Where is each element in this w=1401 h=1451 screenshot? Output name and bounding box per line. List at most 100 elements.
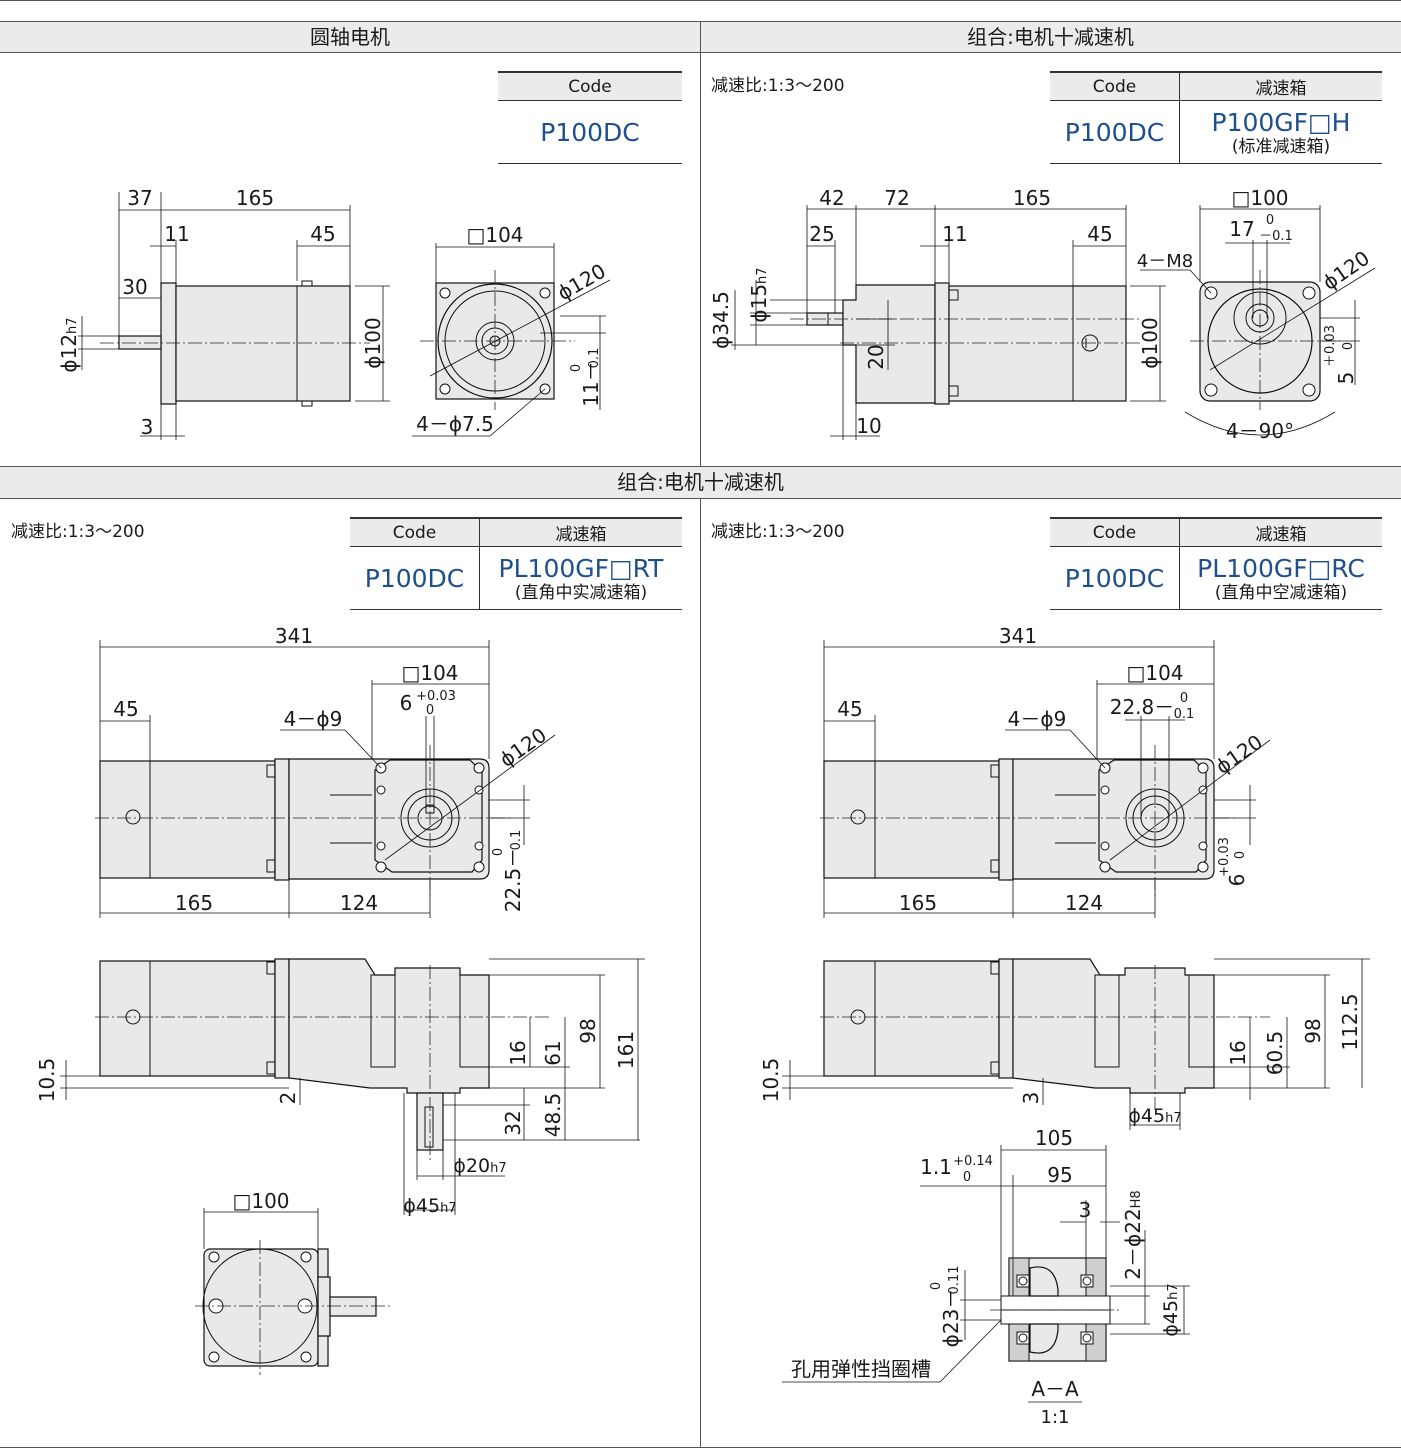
dim-label: 25 [809,222,834,246]
dim-tol: ＋0.03 [1323,325,1338,367]
dim-tol: +0.03 [1217,837,1232,877]
dim-label: 11－ [579,361,603,406]
dim-label: □104 [401,661,458,685]
dim-text: ϕ20 [453,1155,490,1177]
dim-label: 165 [175,891,213,915]
dim-tol: 0 [426,703,434,718]
dim-label: ϕ15h7 [747,267,771,322]
dim-label: □100 [232,1189,289,1213]
dim-label: 3 [1079,1198,1092,1222]
motor-front-view: □104 ϕ120 4－ϕ7.5 11－ 0 0.1 [412,223,611,437]
dim-tol: 0 [929,1282,944,1290]
rt-side-view: 161 98 61 16 48.5 32 10.5 2 ϕ20h7 ϕ45h7 [35,958,645,1217]
dim-tol: h7 [440,1201,457,1216]
border-bottom [0,1447,1401,1448]
dim-label: 165 [1013,186,1051,210]
section-header-top-left: 圆轴电机 [0,21,700,53]
rc-top-view: 341 □104 22.8－ 0 0.1 45 4－ϕ9 ϕ120 6 +0.0… [820,624,1271,918]
dim-tol: h7 [65,317,80,334]
dim-tol: h7 [1166,1283,1181,1300]
dim-tol: h7 [755,267,770,284]
dim-label: 11 [164,222,189,246]
code-value: P100DC [1050,100,1180,164]
border-top [0,0,1401,1]
dim-label: ϕ12h7 [57,317,81,372]
dim-tol: 0 [1266,213,1274,228]
dim-label: 3 [141,415,154,439]
dim-label: □104 [466,223,523,247]
rt-end-view: □100 [195,1189,390,1375]
dim-label: ϕ120 [1318,246,1374,295]
code-header: Code [1050,71,1180,101]
section-title: 组合:电机十减速机 [967,25,1134,49]
dim-label: 48.5 [541,1093,565,1138]
gearbox-model: P100GF□H [1211,107,1351,137]
code-header: Code [350,517,480,547]
dim-text: ϕ15 [747,284,771,323]
dim-label: 45 [1087,222,1112,246]
code-header: Code [498,71,682,101]
rc-side-view: 112.5 98 60.5 16 10.5 3 ϕ45h7 [759,958,1370,1130]
dim-label: 161 [614,1031,638,1069]
dim-label: 105 [1035,1126,1073,1150]
dim-label: 72 [884,186,909,210]
gearbox-value: PL100GF□RC(直角中空减速箱) [1179,546,1382,610]
divider-bottom [700,499,701,1447]
dim-tol: 0.1 [587,348,602,369]
dim-label: 112.5 [1338,993,1362,1050]
dim-tol: 0 [569,364,584,372]
dim-tol: －0.1 [1259,229,1293,244]
dim-label: ϕ100 [361,317,385,368]
dim-label: 10.5 [759,1058,783,1103]
dim-label: 45 [837,697,862,721]
section-title: 圆轴电机 [310,25,390,49]
dim-text: ϕ45 [1128,1105,1165,1127]
ratio-label: 减速比:1:3～200 [711,522,845,542]
dim-label: 10.5 [35,1058,59,1103]
dim-tol: +0.03 [416,689,456,704]
dim-label: 4－ϕ9 [1008,707,1067,731]
section-label: A－A [1031,1377,1079,1401]
dim-label: 5 [1334,372,1358,385]
gearbox-header: 减速箱 [1179,71,1382,101]
dim-label: 45 [113,697,138,721]
section-title: 组合:电机十减速机 [617,470,784,494]
dim-label: 165 [899,891,937,915]
dim-label: 6 [1225,874,1249,887]
dim-label: ϕ100 [1138,317,1162,368]
dim-tol: 0 [963,1170,971,1185]
dim-label: 32 [501,1110,525,1135]
dim-tol: 0 [491,848,506,856]
dim-label: 2－ϕ22H8 [1121,1190,1145,1279]
dim-label: 4－ϕ7.5 [416,412,494,436]
dim-tol: 0.1 [1174,707,1195,722]
gearbox-note: (直角中空减速箱) [1214,582,1348,603]
dim-label: ϕ34.5 [709,291,733,349]
dim-label: 3 [1019,1092,1043,1105]
dim-tol: 0.11 [947,1266,962,1295]
dim-label: 124 [1065,891,1103,915]
gearbox-model: PL100GF□RT [498,553,664,583]
dim-text: 2－ϕ22 [1121,1208,1145,1279]
dim-label: 22.5－ [501,848,525,913]
gearbox-note: (直角中实减速箱) [514,582,648,603]
dim-tol: H8 [1129,1190,1144,1208]
dim-tol: 0 [1180,691,1188,706]
dim-label: 17 [1229,217,1254,241]
dim-label: ϕ45h7 [1128,1105,1181,1127]
code-value: P100DC [1050,546,1180,610]
gearbox-note: (标准减速箱) [1231,136,1331,157]
rc-section-view: 105 95 1.1 +0.14 0 3 2－ϕ22H8 ϕ45h7 ϕ23－ … [782,1126,1190,1428]
dim-label: 11 [942,222,967,246]
dim-text: ϕ45 [1160,1300,1182,1337]
dim-label: 2 [276,1092,300,1105]
scale-label: 1:1 [1041,1407,1070,1428]
dim-label: 165 [236,186,274,210]
divider-top [700,21,701,466]
code-header: Code [1050,517,1180,547]
dim-label: ϕ120 [495,723,551,772]
dim-label: ϕ23－ [939,1289,963,1348]
